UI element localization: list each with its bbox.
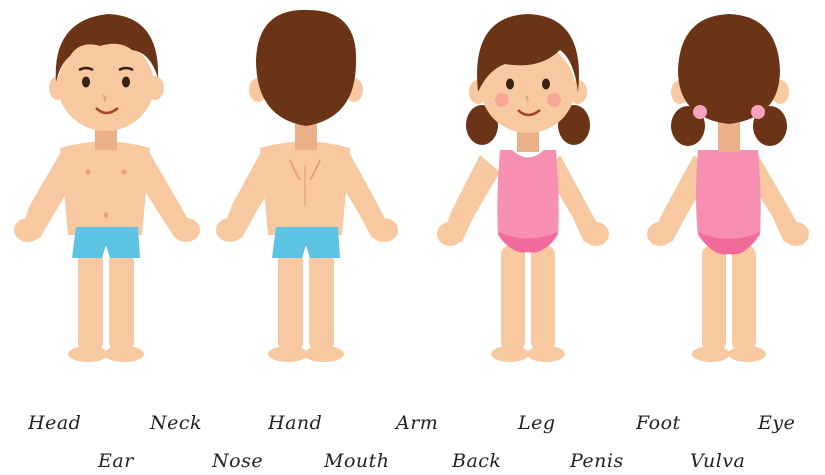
word-eye: Eye [758,412,795,434]
body-figures [0,0,825,400]
word-hand: Hand [268,412,322,434]
word-vulva: Vulva [690,450,745,472]
word-neck: Neck [150,412,202,434]
boy-front-icon [14,14,200,362]
word-arm: Arm [396,412,438,434]
word-mouth: Mouth [324,450,390,472]
word-foot: Foot [636,412,681,434]
word-nose: Nose [212,450,263,472]
word-back: Back [452,450,501,472]
word-head: Head [28,412,81,434]
word-leg: Leg [518,412,556,434]
word-ear: Ear [98,450,134,472]
girl-front-icon [437,14,609,362]
word-penis: Penis [570,450,624,472]
boy-back-icon [216,10,398,362]
girl-back-icon [647,14,809,362]
